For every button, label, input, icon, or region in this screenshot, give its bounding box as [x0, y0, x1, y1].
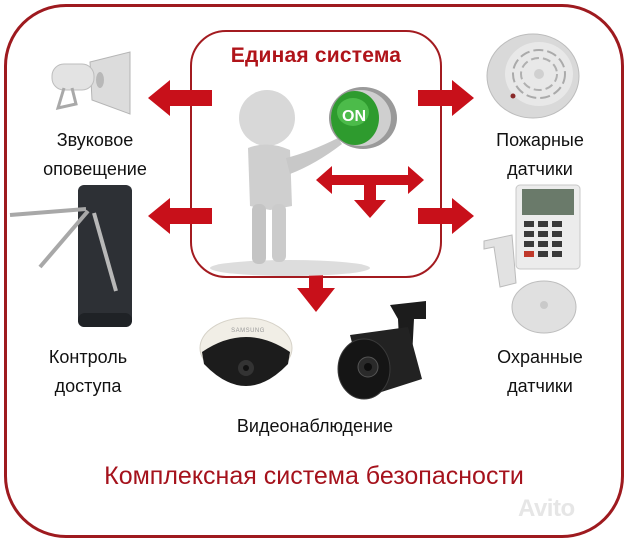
unified-system-title: Единая система	[230, 44, 402, 67]
avito-watermark: Avito	[518, 495, 575, 522]
node-sound-line1: Звуковое	[56, 130, 134, 150]
arrow-right-bottom-icon	[418, 198, 474, 234]
smoke-detector-icon	[486, 33, 580, 119]
node-sound-line2: оповещение	[43, 159, 147, 179]
node-sound-label: Звуковое оповещение	[10, 126, 180, 184]
node-access-label: Контроль доступа	[0, 343, 176, 401]
node-access-line1: Контроль	[48, 347, 128, 367]
arrow-down-icon	[297, 262, 335, 312]
bottom-title: Комплексная система безопасности	[104, 462, 524, 490]
t-arrow-icon	[316, 166, 424, 218]
node-security-line2: датчики	[507, 376, 573, 396]
outer-frame	[4, 4, 624, 538]
arrow-left-top-icon	[148, 80, 212, 116]
node-access-line2: доступа	[54, 376, 122, 396]
horn-speaker-icon	[51, 51, 131, 115]
arrow-right-top-icon	[418, 80, 474, 116]
camera-brand-label: SAMSUNG	[231, 328, 265, 334]
on-button-icon	[329, 87, 397, 149]
on-button-label: ON	[342, 108, 366, 125]
node-fire-label: Пожарные датчики	[455, 126, 625, 184]
node-security-label: Охранные датчики	[455, 343, 625, 401]
node-fire-line2: датчики	[507, 159, 573, 179]
arrow-left-bottom-icon	[148, 198, 212, 234]
node-security-line1: Охранные	[497, 347, 583, 367]
person-figure-icon	[210, 90, 370, 276]
turnstile-icon	[9, 185, 132, 327]
bullet-camera-icon	[337, 301, 426, 400]
node-video-label: Видеонаблюдение	[236, 416, 394, 436]
node-fire-line1: Пожарные	[496, 130, 584, 150]
dome-camera-icon	[199, 317, 293, 386]
alarm-keypad-icon	[483, 184, 581, 334]
